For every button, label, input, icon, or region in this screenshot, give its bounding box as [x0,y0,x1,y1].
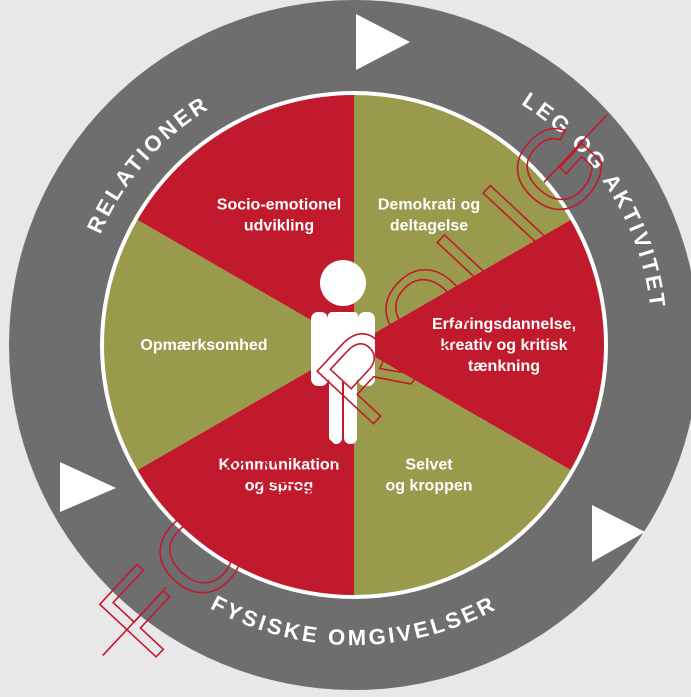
play-triangle-icon [60,462,116,512]
segment-label-line: Selvet [405,456,453,473]
segment-label-line: Kommunikation [219,456,340,473]
segment-wedge [137,95,354,345]
segment-label-line: og kroppen [385,477,472,494]
segment-labels: Socio-emotionel udvikling Demokrati og delt… [140,197,576,495]
segment-label-line: kreativ og kritisk [440,337,567,354]
segment-label: Erfaringsdannelse, kreativ og kritisk tænk… [432,316,576,375]
segment-label: Selvet og kroppen [385,456,472,494]
play-triangle-icon [592,505,645,562]
segment-label: Demokrati og deltagelse [378,197,480,235]
segment-label: Socio-emotionel udvikling [217,197,341,235]
segment-wedge [104,220,354,470]
child-figure-icon [311,260,375,444]
segment-label-line: deltagelse [390,218,468,235]
segment-label-line: Erfaringsdannelse, [432,316,576,333]
segment-wedge [354,95,571,345]
segment-label: Opmærksomhed [140,337,267,354]
segment-label-line: Demokrati og [378,197,480,214]
segment-label: Kommunikation og sprog [219,456,340,494]
segment-label-line: Opmærksomhed [140,337,267,354]
segment-label-line: udvikling [244,218,314,235]
segment-wedge [137,345,354,595]
segment-label-line: og sprog [245,477,313,494]
segments-group [104,95,604,595]
segment-wedge [354,220,604,470]
segment-wedge [354,345,571,595]
segment-label-line: tænkning [468,358,540,375]
segment-label-line: Socio-emotionel [217,197,341,214]
play-triangle-icon [356,14,410,70]
